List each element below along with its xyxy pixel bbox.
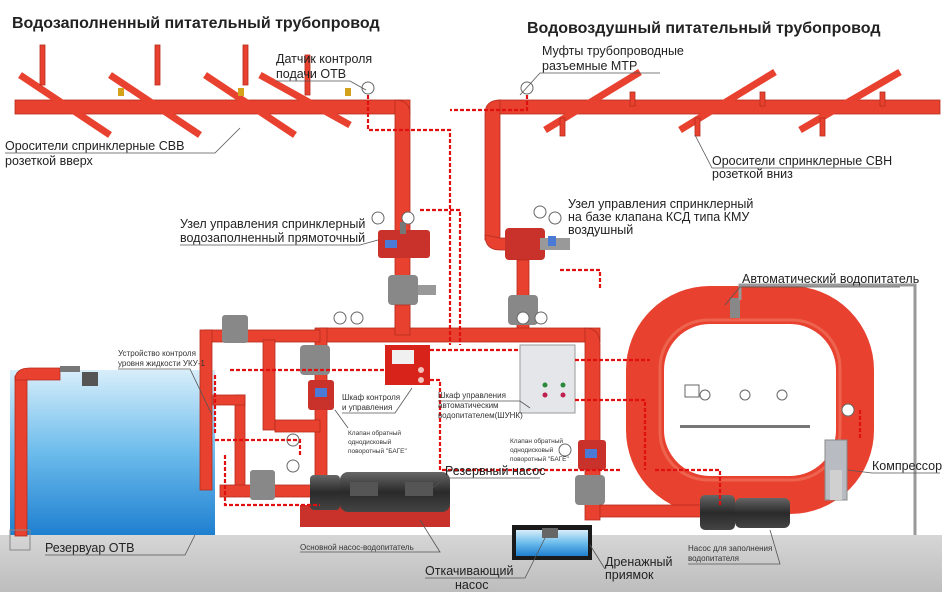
water-air-supply-pipeline [484, 68, 941, 251]
gate-valve-icon [250, 470, 275, 500]
label-main-pump: Основной насос-водопитатель [300, 543, 414, 552]
label-check-valve-2: Клапан обратный [510, 437, 563, 445]
label-auto-feeder: Автоматический водопитатель [742, 272, 919, 286]
label-check-valve-2-2: однодисковый [510, 446, 554, 454]
reservoir-tank [10, 366, 215, 537]
label-fill-pump: Насос для заполнения [688, 544, 772, 553]
label-sprinklers-up-2: розеткой вверх [5, 154, 94, 168]
label-shunk-3: водопитателем(ШУНК) [438, 411, 523, 420]
label-control-cabinet-2: и управления [342, 403, 392, 412]
label-shunk: Шкаф управления [438, 391, 506, 400]
signal-lines [213, 95, 862, 507]
label-sprinklers-down: Оросители спринклерные СВН [712, 154, 892, 168]
label-node-water-2: водозаполненный прямоточный [180, 231, 365, 245]
label-node-air-3: воздушный [568, 223, 633, 237]
label-sensor: Датчик контроля [276, 52, 372, 66]
title-water-air: Водовоздушный питательный трубопровод [527, 20, 880, 37]
label-node-air-2: на базе клапана КСД типа КМУ [568, 210, 749, 224]
label-level-device: Устройство контроля [118, 349, 196, 358]
control-cabinet [385, 345, 430, 385]
main-pump [300, 472, 450, 527]
pressure-gauge-icon [361, 81, 375, 95]
label-control-cabinet: Шкаф контроля [342, 393, 400, 402]
label-sprinklers-down-2: розеткой вниз [712, 167, 793, 181]
compressor [824, 403, 855, 501]
label-couplings-2: разъемные МТР [542, 59, 637, 73]
automatic-water-feeder [599, 286, 874, 518]
label-shunk-2: автоматическим [438, 401, 499, 410]
label-node-water: Узел управления спринклерный [180, 217, 365, 231]
sprinkler-branches-down [543, 68, 902, 137]
shunk-cabinet [519, 344, 576, 414]
title-water-filled: Водозаполненный питательный трубопровод [12, 15, 380, 32]
drain-pit [512, 525, 592, 560]
gate-valve-icon [222, 315, 248, 343]
label-reservoir: Резервуар ОТВ [45, 541, 135, 555]
label-sensor-2: подачи ОТВ [276, 67, 346, 81]
label-check-valve-1-2: однодисковый [348, 438, 392, 446]
water-filled-supply-pipeline [14, 44, 411, 331]
label-level-device-2: уровня жидкости УКУ-1 [118, 359, 205, 368]
label-sprinklers-up: Оросители спринклерные СВВ [5, 139, 184, 153]
label-check-valve-1-3: поворотный "БАГЕ" [348, 447, 408, 455]
sprinkler-branches-up [18, 44, 352, 138]
fill-pump [700, 495, 790, 530]
label-node-air: Узел управления спринклерный [568, 197, 753, 211]
label-drain-pump-2: насос [455, 578, 488, 592]
label-couplings: Муфты трубопроводные [542, 44, 684, 58]
ground [0, 535, 942, 592]
label-reserve-pump: Резервный насос [445, 464, 545, 478]
label-fill-pump-2: водопитателя [688, 554, 739, 563]
label-check-valve-2-3: поворотный "БАГЕ" [510, 455, 570, 463]
label-drain-pump: Откачивающий [425, 564, 513, 578]
label-drain-pit: Дренажный [605, 555, 672, 569]
water-control-node [371, 211, 436, 305]
label-drain-pit-2: приямок [605, 568, 654, 582]
label-compressor: Компрессор [872, 459, 942, 473]
label-check-valve-1: Клапан обратный [348, 429, 401, 437]
